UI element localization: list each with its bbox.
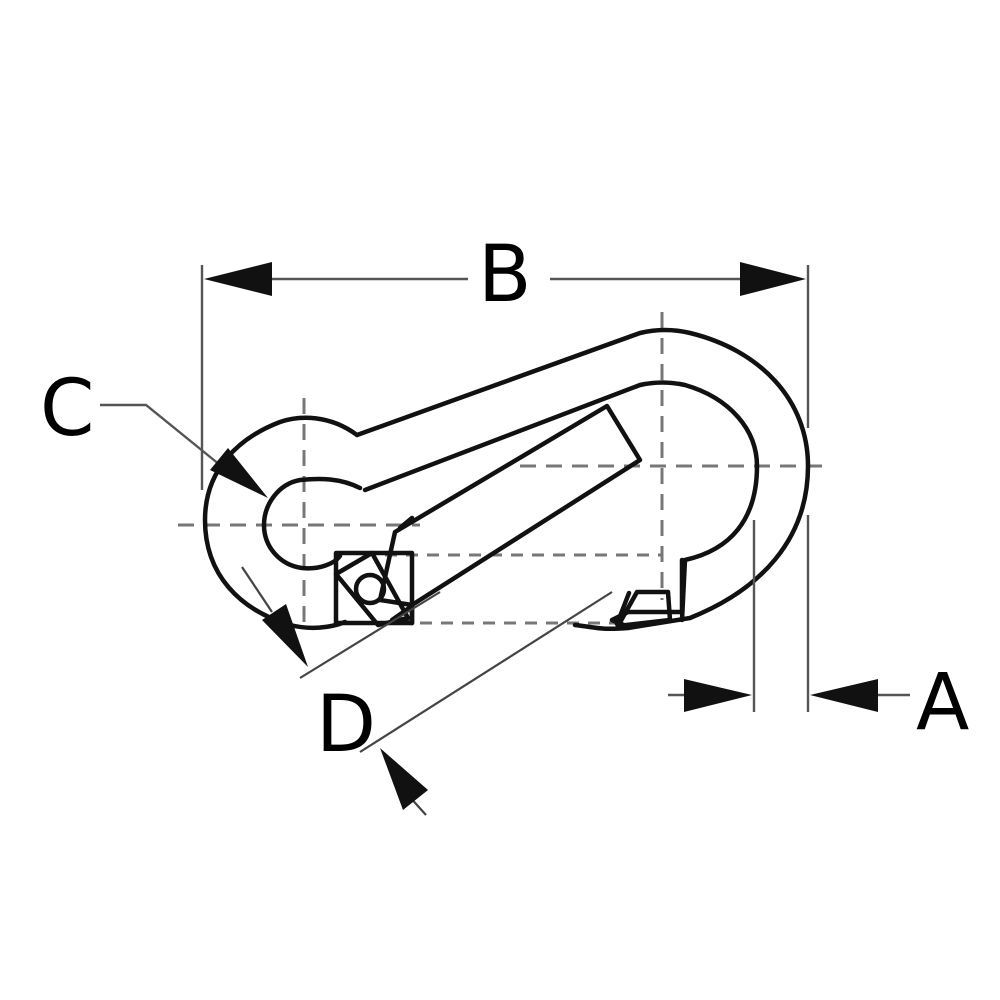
dimension-b — [200, 262, 810, 490]
dimension-d — [241, 566, 613, 816]
arrow-a-right-icon — [810, 679, 878, 712]
arrow-right-icon — [740, 262, 806, 296]
hook-inner-outline — [362, 380, 760, 623]
pivot-wedge — [389, 603, 415, 626]
eye-outer-outline — [202, 415, 360, 631]
center-lines — [178, 312, 825, 630]
extension-line-d-lower — [359, 591, 613, 753]
leader-line-c — [100, 403, 221, 466]
label-a: A — [916, 658, 970, 748]
arrow-d-upper-icon — [262, 604, 308, 667]
hook-outer-outline — [354, 327, 811, 632]
extension-line-d-upper — [299, 591, 441, 679]
arrow-c-icon — [210, 448, 268, 498]
arrow-d-lower-icon — [380, 748, 428, 810]
pivot-pin-icon — [353, 572, 387, 606]
label-d: D — [316, 680, 377, 770]
dimension-line-d-upper — [241, 566, 273, 613]
eye-inner-outline — [261, 476, 363, 571]
arrow-a-left-icon — [684, 679, 752, 712]
arrow-left-icon — [204, 262, 272, 296]
gate-pivot — [333, 550, 415, 628]
dimension-a — [668, 515, 910, 712]
nose-tip-slot — [615, 589, 673, 629]
label-b: B — [478, 230, 532, 320]
nose-tip-slot-line — [614, 590, 632, 627]
label-c: C — [40, 364, 95, 454]
dimension-c — [100, 403, 268, 498]
hidden-lines — [385, 553, 662, 625]
gate-step — [397, 515, 415, 531]
pivot-plate — [333, 550, 411, 628]
